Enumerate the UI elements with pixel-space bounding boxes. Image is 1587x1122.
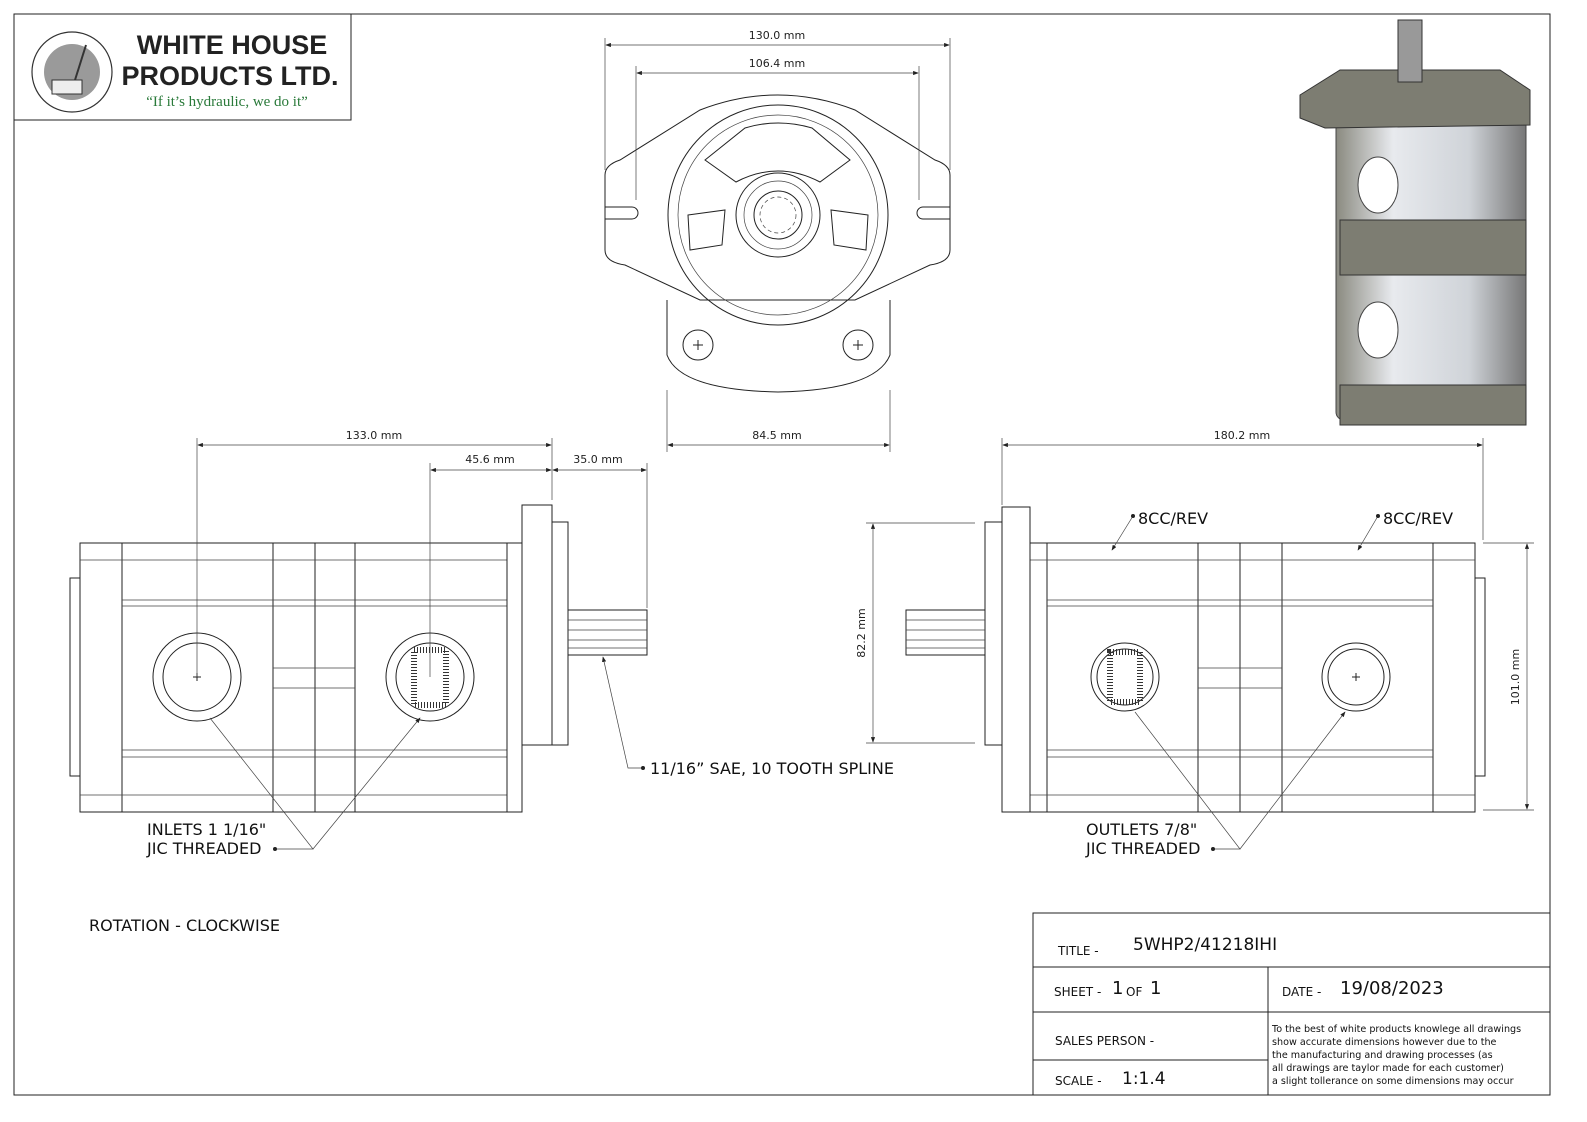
dim-port-to-flange: 133.0 mm: [346, 429, 402, 442]
disclaimer-line: show accurate dimensions however due to …: [1272, 1037, 1497, 1048]
spline-shaft-icon: [753, 190, 803, 240]
bolt-hole-icon: [682, 329, 714, 361]
dim-port2-to-flange: 45.6 mm: [465, 453, 514, 466]
title-label: TITLE -: [1057, 944, 1099, 958]
title-block: TITLE - 5WHP2/41218IHI SHEET - 1 OF 1 DA…: [1032, 912, 1551, 1096]
dim-overall-width: 130.0 mm: [749, 29, 805, 42]
spline-shaft: [567, 609, 648, 656]
outlet-note-line1: OUTLETS 7/8": [1086, 820, 1197, 839]
disclaimer-line: To the best of white products knowlege a…: [1271, 1024, 1521, 1035]
front-view: 130.0 mm 106.4 mm 84.5 mm: [604, 29, 951, 452]
title-value: 5WHP2/41218IHI: [1133, 935, 1277, 955]
company-tagline: “If it’s hydraulic, we do it”: [146, 94, 308, 110]
disclaimer-line: a slight tollerance on some dimensions m…: [1272, 1076, 1514, 1087]
date-value: 19/08/2023: [1340, 978, 1444, 999]
sheet-label: SHEET -: [1054, 985, 1101, 999]
disclaimer-text: To the best of white products knowlege a…: [1271, 1024, 1521, 1087]
company-name-line2: PRODUCTS LTD.: [122, 61, 339, 91]
scale-label: SCALE -: [1055, 1074, 1102, 1088]
shaft-spline-note: 11/16” SAE, 10 TOOTH SPLINE: [650, 759, 894, 778]
displacement-front-label: 8CC/REV: [1138, 509, 1208, 528]
inlet-note-line1: INLETS 1 1/16": [147, 820, 266, 839]
sheet-of: OF: [1126, 985, 1142, 999]
outlet-port-icon: [1090, 642, 1160, 712]
dim-shaft-length: 35.0 mm: [573, 453, 622, 466]
dim-body-height: 101.0 mm: [1509, 649, 1522, 705]
sheet-number: 1: [1112, 978, 1123, 999]
outlet-port-icon: [1321, 642, 1391, 712]
disclaimer-line: the manufacturing and drawing processes …: [1272, 1050, 1493, 1061]
pump-3d-render: [1299, 19, 1531, 426]
scale-value: 1:1.4: [1122, 1069, 1166, 1089]
page-border: [13, 13, 1551, 1096]
rotation-note: ROTATION - CLOCKWISE: [89, 916, 280, 935]
bolt-hole-icon: [842, 329, 874, 361]
dim-mount-holes: 106.4 mm: [749, 57, 805, 70]
dim-body-width: 84.5 mm: [752, 429, 801, 442]
disclaimer-line: all drawings are taylor made for each cu…: [1272, 1063, 1504, 1074]
outlet-note-line2: JIC THREADED: [1085, 839, 1200, 858]
displacement-rear-label: 8CC/REV: [1383, 509, 1453, 528]
dim-flange-height: 82.2 mm: [855, 608, 868, 657]
sheet-total: 1: [1150, 978, 1161, 999]
date-label: DATE -: [1282, 985, 1321, 999]
dim-overall-length: 180.2 mm: [1214, 429, 1270, 442]
left-side-view: 133.0 mm 45.6 mm 35.0 mm 11/16” SAE, 10 …: [69, 429, 894, 858]
spline-shaft: [905, 609, 986, 656]
right-side-view: 180.2 mm 82.2 mm 101.0 mm 8CC/REV 8CC/RE…: [855, 429, 1534, 858]
inlet-note-line2: JIC THREADED: [146, 839, 261, 858]
sales-person-label: SALES PERSON -: [1055, 1034, 1154, 1048]
company-logo: WHITE HOUSE PRODUCTS LTD. “If it’s hydra…: [13, 13, 352, 121]
company-name-line1: WHITE HOUSE: [137, 30, 328, 60]
